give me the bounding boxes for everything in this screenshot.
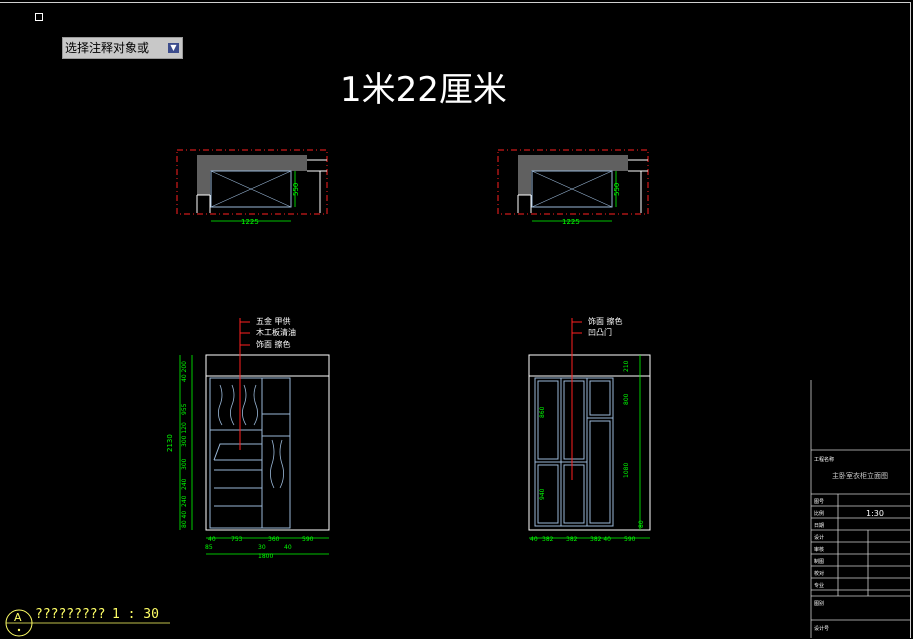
elev-right-ldim-1: 860 bbox=[539, 406, 546, 418]
elev-right-dim-4: 80 bbox=[638, 520, 645, 528]
tb-row-label: 设计号 bbox=[814, 625, 829, 632]
tb-row-label: 图别 bbox=[814, 600, 824, 607]
tb-row-label: 专业 bbox=[814, 582, 824, 589]
elev-left-note-2: 木工板清油 bbox=[256, 327, 296, 337]
elev-left-bdim2-3: 40 bbox=[284, 544, 292, 551]
elev-left-total-height: 2130 bbox=[166, 434, 174, 452]
tb-row-label: 设计 bbox=[814, 534, 824, 541]
elev-right-bdim-1: 40 bbox=[530, 536, 538, 543]
elev-left-bdim-1: 40 bbox=[208, 536, 216, 543]
scale-note-value: 1 : 30 bbox=[112, 607, 159, 622]
plan-left-width-dim: 1225 bbox=[241, 218, 259, 226]
elev-right-bdim-4: 382 40 bbox=[590, 536, 611, 543]
tb-row-label: 日期 bbox=[814, 523, 824, 529]
plan-view-right bbox=[497, 149, 649, 222]
elev-right-dim-1: 210 bbox=[623, 360, 630, 372]
dropdown-arrow-icon[interactable]: ▼ bbox=[168, 43, 179, 53]
elev-left-bdim-2: 753 bbox=[231, 536, 243, 543]
elev-right-bdim-2: 382 bbox=[542, 536, 554, 543]
elev-left-bdim2-1: 85 bbox=[205, 544, 213, 551]
tb-scale: 1:30 bbox=[866, 509, 884, 518]
elev-left-dim-5: 240 bbox=[181, 478, 188, 490]
elev-left-dim-2: 955 bbox=[181, 403, 188, 415]
elev-left-bdim-3: 30 bbox=[258, 544, 266, 551]
elev-right-note-1: 饰面 擦色 bbox=[588, 316, 623, 326]
tb-row-label: 审核 bbox=[814, 546, 824, 553]
tb-project-label: 工程名称 bbox=[814, 456, 834, 463]
elev-left-dim-6: 240 bbox=[181, 495, 188, 507]
elev-left-note-1: 五金 甲供 bbox=[256, 316, 291, 326]
elev-right-ldim-2: 940 bbox=[539, 488, 546, 500]
prompt-text: 选择注释对象或 bbox=[65, 41, 150, 55]
title-block bbox=[810, 380, 911, 638]
elev-right-dim-2: 800 bbox=[623, 393, 630, 405]
tb-row-label: 制图 bbox=[814, 558, 824, 565]
elev-left-dim-3: 300 120 bbox=[181, 422, 188, 447]
tb-drawing-name: 主卧室衣柜立面图 bbox=[832, 471, 888, 480]
elev-right-bdim-3: 382 bbox=[566, 536, 578, 543]
command-prompt-tooltip[interactable]: 选择注释对象或 ▼ bbox=[62, 37, 183, 59]
elev-left-bdim-4: 360 bbox=[268, 536, 280, 543]
tb-row-label: 比例 bbox=[814, 510, 824, 517]
plan-view-left bbox=[176, 149, 328, 222]
scale-note-label: ????????? bbox=[35, 607, 106, 622]
plan-left-depth-dim: 550 bbox=[292, 183, 300, 196]
section-marker-letter: A bbox=[14, 611, 22, 624]
elevation-right bbox=[528, 318, 651, 539]
selection-grip-icon[interactable] bbox=[35, 13, 43, 21]
elev-left-total-width: 1800 bbox=[258, 553, 273, 560]
drawing-title: 1米22厘米 bbox=[340, 70, 507, 110]
elev-left-dim-4: 300 bbox=[181, 458, 188, 470]
elev-right-bdim-5: 590 bbox=[624, 536, 636, 543]
elev-left-dim-1: 40 200 bbox=[181, 361, 188, 382]
elev-right-note-2: 凹凸门 bbox=[588, 327, 612, 337]
elevation-left bbox=[179, 318, 330, 555]
elev-left-note-3: 饰面 擦色 bbox=[256, 339, 291, 349]
tb-row-labels: 图号 比例 日期 设计 审核 制图 校对 专业 图别 设计号 bbox=[814, 499, 829, 632]
plan-right-depth-dim: 550 bbox=[613, 183, 621, 196]
tb-row-label: 图号 bbox=[814, 499, 824, 505]
elev-left-dim-7: 80 40 bbox=[181, 511, 188, 528]
elev-left-bdim-5: 590 bbox=[302, 536, 314, 543]
plan-right-width-dim: 1225 bbox=[562, 218, 580, 226]
elev-right-dim-3: 1080 bbox=[623, 463, 630, 478]
tb-row-label: 校对 bbox=[814, 570, 824, 577]
